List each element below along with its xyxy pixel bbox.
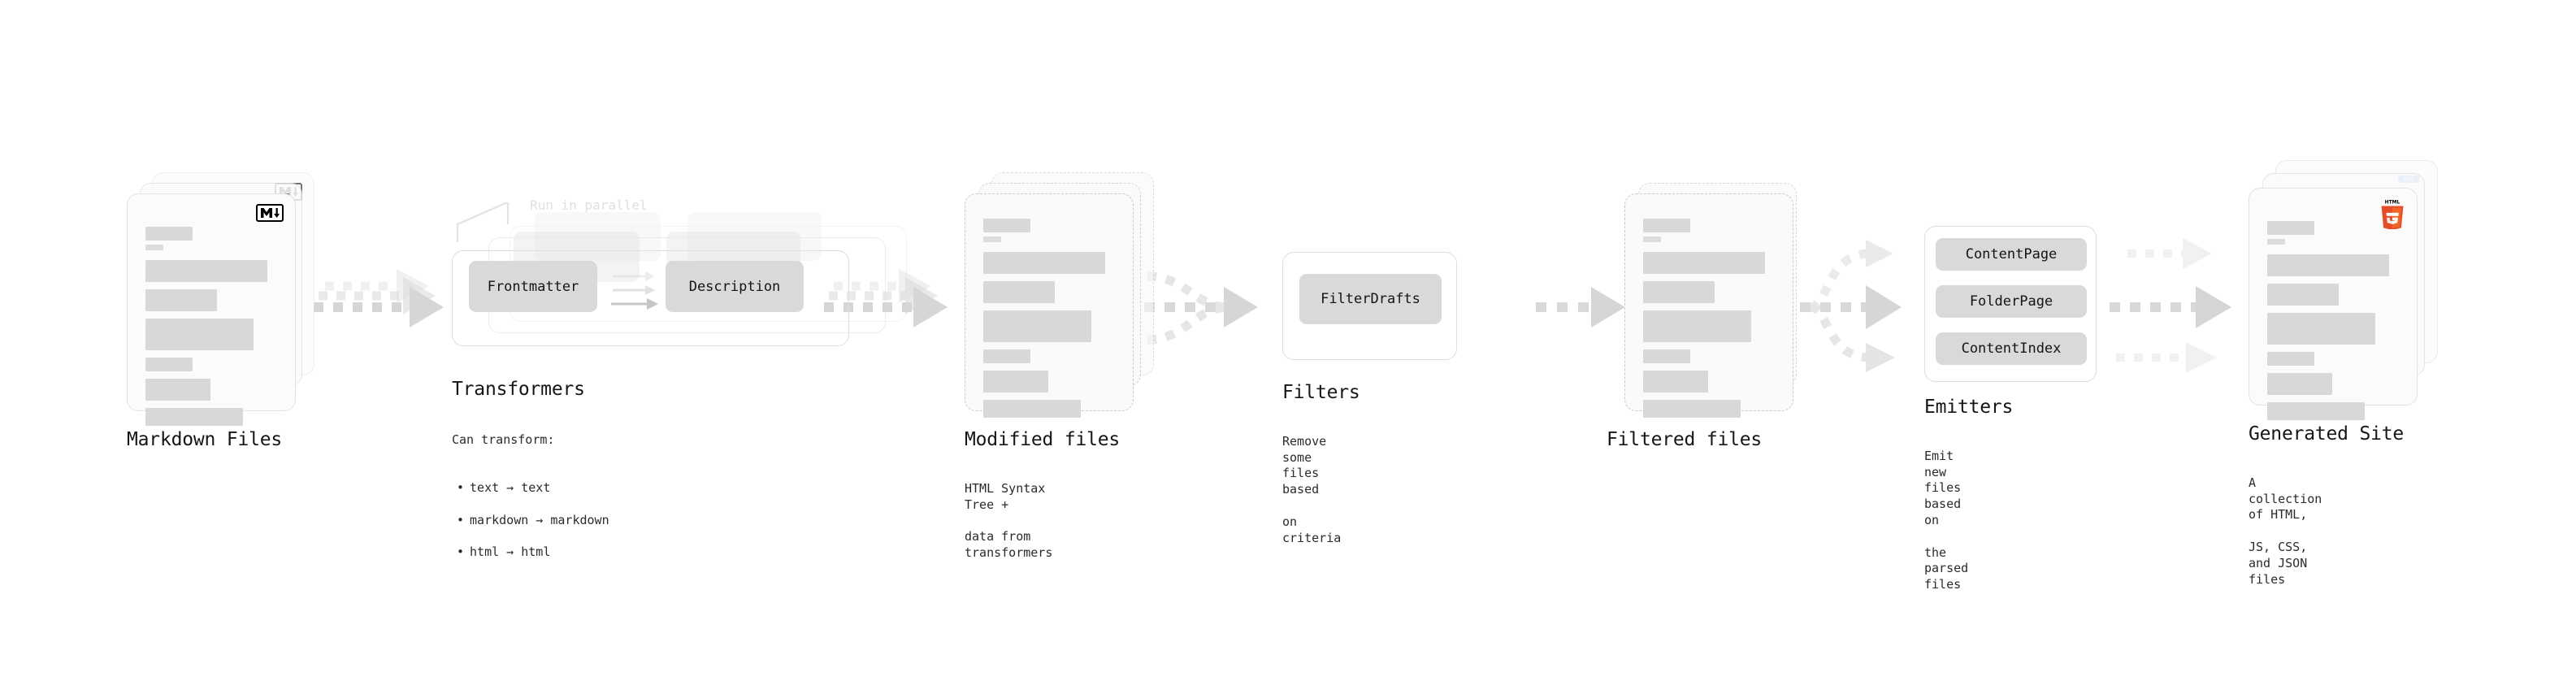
transformer-card-front: Frontmatter Description [452,250,849,346]
arrow-markdown-to-transformers [314,269,444,327]
chip-folderpage[interactable]: FolderPage [1936,285,2087,318]
skeleton-bar [983,236,1001,242]
emitters-desc-line: Emit new files based on [1924,448,1962,527]
skeleton-bar [145,319,254,350]
skeleton-bar [145,379,210,401]
transformer-inner-arrows [611,271,658,310]
skeleton-bar [2267,254,2389,276]
doc-skeleton [1643,219,1778,418]
skeleton-bar [2267,313,2375,345]
generated-site-description: A collection of HTML, JS, CSS, and JSON … [2249,459,2322,604]
skeleton-bar [1643,252,1765,274]
skeleton-bar [983,252,1105,274]
skeleton-bar [983,219,1030,232]
generated-site-desc-line: JS, CSS, and JSON files [2249,539,2308,587]
filtered-doc-front [1624,193,1793,418]
skeleton-bar [983,310,1091,342]
skeleton-bar [145,260,267,282]
transformer-card-back-2 [510,212,907,322]
doc-skeleton [2267,221,2402,420]
skeleton-bar [1643,281,1715,303]
modified-files-desc-line: HTML Syntax Tree + [965,480,1046,512]
skeleton-bar [983,349,1030,363]
parallel-leader-line [456,202,510,242]
skeleton-bar [1643,400,1741,418]
transformers-description: Can transform: text → text markdown → ma… [452,416,609,593]
chip-contentindex[interactable]: ContentIndex [1936,332,2087,365]
skeleton-bar [983,281,1055,303]
skeleton-bar [2267,221,2314,235]
html5-icon: HTML [2379,198,2405,232]
skeleton-bar [983,400,1081,418]
arrow-modified-to-filters [1144,271,1258,345]
skeleton-bar [145,408,243,426]
transformers-bullet-list: text → text markdown → markdown html → h… [452,464,609,577]
filtered-files-title: Filtered files [1607,429,1763,450]
skeleton-bar [2267,402,2365,420]
generated-site-title: Generated Site [2249,423,2405,445]
skeleton-bar [983,371,1048,393]
transformers-bullet: markdown → markdown [452,513,609,529]
skeleton-bar [1643,371,1708,393]
emitters-desc-line: the parsed files [1924,544,1969,592]
transformers-title: Transformers [452,379,585,400]
chip-frontmatter[interactable]: Frontmatter [469,261,597,312]
transformers-bullet: html → html [452,544,609,561]
site-doc-front: HTML [2249,188,2418,420]
modified-doc-front [965,193,1134,418]
emitters-card: ContentPage FolderPage ContentIndex [1924,226,2097,382]
filters-card: FilterDrafts [1282,252,1457,360]
markdown-icon [256,204,284,222]
skeleton-bar [2267,239,2285,245]
chip-contentpage[interactable]: ContentPage [1936,238,2087,271]
arrow-filters-to-filtered [1536,287,1625,327]
transformers-desc-heading: Can transform: [452,432,555,447]
filters-title: Filters [1282,382,1360,403]
skeleton-bar [2267,352,2314,366]
skeleton-bar [2267,373,2332,395]
chip-frontmatter-ghost [535,212,661,261]
svg-text:HTML: HTML [2385,200,2400,206]
chip-filterdrafts[interactable]: FilterDrafts [1299,274,1442,324]
chip-description-ghost [687,212,822,261]
run-in-parallel-label: Run in parallel [530,197,648,213]
skeleton-bar [145,289,217,311]
markdown-files-title: Markdown Files [127,429,283,450]
filters-desc-line: on criteria [1282,514,1342,545]
emitters-title: Emitters [1924,397,2014,418]
markdown-doc-front [127,193,296,426]
filters-desc-line: Remove some files based [1282,433,1327,497]
transformers-bullet: text → text [452,480,609,497]
modified-files-desc-line: data from transformers [965,529,1053,560]
skeleton-bar [145,245,163,250]
generated-site-desc-line: A collection of HTML, [2249,475,2322,523]
arrow-filtered-to-emitters [1780,240,1902,372]
skeleton-bar [145,358,193,371]
skeleton-bar [2267,284,2339,306]
skeleton-bar [145,227,193,241]
modified-files-description: HTML Syntax Tree + data from transformer… [965,465,1052,578]
doc-skeleton [145,227,280,426]
arrow-emitters-to-site [2110,238,2231,373]
skeleton-bar [1643,310,1751,342]
filters-description: Remove some files based on criteria [1282,418,1341,562]
skeleton-bar [1643,236,1661,242]
skeleton-bar [1643,219,1690,232]
emitters-description: Emit new files based on the parsed files [1924,432,1968,609]
doc-skeleton [983,219,1118,418]
modified-files-title: Modified files [965,429,1121,450]
skeleton-bar [1643,349,1690,363]
chip-description[interactable]: Description [666,261,804,312]
